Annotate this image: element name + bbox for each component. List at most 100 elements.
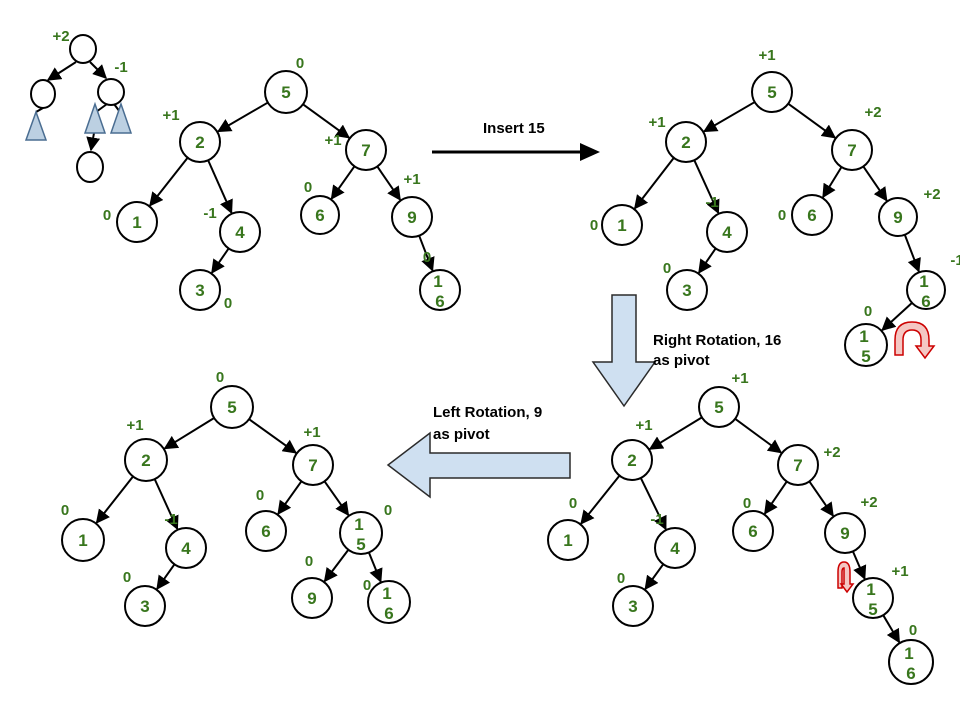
tree-edge — [302, 103, 351, 139]
right-rotation-label-line1: Right Rotation, 16 — [653, 332, 781, 349]
node-key-digit: 6 — [435, 292, 444, 311]
tree-edge — [580, 474, 621, 525]
legend-subtree-triangle — [109, 101, 133, 134]
tree-edge — [881, 302, 913, 332]
balance-factor-label: +2 — [860, 494, 877, 511]
tree-node-15 — [339, 511, 383, 555]
balance-factor-label: 0 — [663, 260, 671, 277]
tree-node-6 — [732, 510, 774, 552]
balance-factor-label: 0 — [778, 207, 786, 224]
node-key-digit: 1 — [904, 644, 913, 663]
balance-factor-label: 0 — [224, 295, 232, 312]
tree-edge — [156, 563, 176, 590]
tree-node-6 — [791, 194, 833, 236]
tree-edge — [330, 165, 356, 200]
node-key-digit: 1 — [919, 272, 928, 291]
right-rotation-indicator-icon — [894, 321, 936, 360]
legend-edge — [86, 132, 101, 152]
balance-factor-label: 0 — [617, 570, 625, 587]
tree-node-9 — [391, 196, 433, 238]
balance-factor-label: +1 — [891, 563, 908, 580]
tree-node-5 — [210, 385, 254, 429]
tree-node-2 — [611, 439, 653, 481]
tree-node-7 — [345, 129, 387, 171]
tree-node-15 — [844, 323, 888, 367]
node-key-label: 2 — [141, 451, 150, 470]
tree-node-3 — [179, 269, 221, 311]
right-rotation-arrow: Right Rotation, 16 as pivot — [591, 294, 781, 408]
legend-edge — [89, 61, 107, 79]
legend-inserted-node — [76, 151, 104, 183]
tree-node-3 — [666, 269, 708, 311]
balance-factor-label: +1 — [758, 47, 775, 64]
balance-factor-label: 0 — [743, 495, 751, 512]
balance-factor-label: +1 — [303, 424, 320, 441]
balance-factor-label: 0 — [61, 502, 69, 519]
node-key-digit: 1 — [382, 584, 391, 603]
node-key-digit: 1 — [859, 327, 868, 346]
tree-node-1 — [601, 204, 643, 246]
node-key-label: 7 — [847, 141, 856, 160]
node-key-label: 5 — [767, 83, 776, 102]
tree-edge — [153, 478, 179, 531]
tree-node-4 — [165, 527, 207, 569]
balance-factor-label: 0 — [909, 622, 917, 639]
tree-edge — [633, 157, 675, 210]
tree-node-9 — [291, 577, 333, 619]
node-key-label: 6 — [748, 522, 757, 541]
node-key-label: 1 — [78, 531, 87, 550]
tree-edge — [367, 552, 383, 583]
tree-node-2 — [179, 121, 221, 163]
left-rotation-indicator-icon — [837, 561, 855, 594]
node-key-label: 3 — [628, 597, 637, 616]
tree-edge — [376, 165, 401, 201]
tree-edge — [207, 159, 233, 215]
balance-factor-label: 0 — [384, 502, 392, 519]
tree-node-15 — [852, 577, 894, 619]
balance-factor-label: +1 — [162, 107, 179, 124]
balance-factor-label: 0 — [123, 569, 131, 586]
tree-node-1 — [61, 518, 105, 562]
node-key-label: 6 — [261, 522, 270, 541]
tree-edge — [808, 480, 834, 517]
node-key-label: 9 — [893, 208, 902, 227]
node-key-digit: 6 — [921, 292, 930, 311]
balance-factor-label: 0 — [569, 495, 577, 512]
balance-factor-label: +1 — [403, 171, 420, 188]
node-key-label: 5 — [281, 83, 290, 102]
tree-node-7 — [777, 444, 819, 486]
tree-edge — [851, 550, 867, 580]
node-key-label: 9 — [407, 208, 416, 227]
tree-node-2 — [124, 438, 168, 482]
balance-factor-label: 0 — [590, 217, 598, 234]
balance-factor-label: -1 — [650, 511, 663, 528]
left-block-arrow — [386, 431, 571, 499]
balance-factor-label: 0 — [305, 553, 313, 570]
tree-edge — [323, 549, 350, 583]
tree-node-2 — [665, 121, 707, 163]
tree-edge — [95, 475, 134, 524]
balance-factor-label: 0 — [296, 55, 304, 72]
tree-node-16 — [888, 639, 934, 685]
tree-edge — [163, 417, 215, 450]
node-key-digit: 6 — [906, 664, 915, 683]
node-key-digit: 6 — [384, 604, 393, 623]
tree-edge — [787, 102, 837, 139]
node-key-label: 5 — [227, 398, 236, 417]
insert-arrow-head — [580, 143, 600, 161]
node-key-label: 3 — [682, 281, 691, 300]
tree-node-4 — [706, 211, 748, 253]
node-key-label: 4 — [670, 539, 680, 558]
balance-factor-label: 0 — [256, 487, 264, 504]
tree-node-5 — [264, 70, 308, 114]
tree-node-4 — [654, 527, 696, 569]
tree-node-5 — [751, 71, 793, 113]
tree-edge — [648, 416, 703, 450]
node-key-label: 4 — [181, 539, 191, 558]
tree-node-7 — [292, 444, 334, 486]
balance-factor-label: 0 — [304, 179, 312, 196]
balance-factor-label: +1 — [324, 132, 341, 149]
